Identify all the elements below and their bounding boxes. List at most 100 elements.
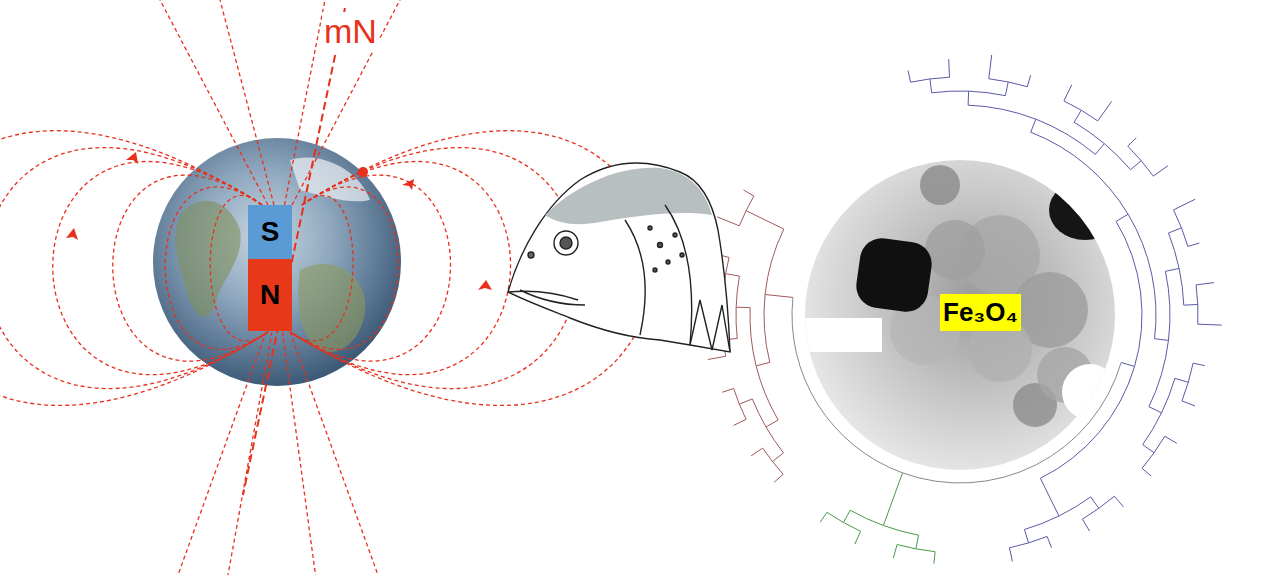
tree-branch xyxy=(1098,101,1112,121)
tree-branch xyxy=(1149,407,1162,413)
tree-branch xyxy=(752,399,783,453)
tree-branch xyxy=(1114,496,1123,507)
tree-branch xyxy=(1121,362,1134,366)
field-line xyxy=(0,148,268,389)
tree-branch xyxy=(1047,536,1051,547)
tree-branch xyxy=(843,510,850,522)
tree-branch xyxy=(1095,144,1104,155)
tree-branch xyxy=(1027,75,1030,87)
magnet-pole: S xyxy=(248,205,292,259)
tree-branch xyxy=(855,531,861,544)
tree-branch xyxy=(1142,468,1151,476)
tree-branch xyxy=(1074,110,1081,122)
tree-branch xyxy=(948,59,950,77)
field-line xyxy=(290,175,451,361)
field-line xyxy=(220,0,274,205)
continent xyxy=(175,201,240,317)
tree-branch xyxy=(1131,161,1142,170)
field-line xyxy=(290,161,511,374)
tree-branch xyxy=(883,473,902,526)
tree-branch xyxy=(1031,119,1036,132)
continent xyxy=(298,264,365,352)
field-line xyxy=(290,332,378,575)
field-line xyxy=(113,175,268,361)
field-line xyxy=(228,332,272,575)
tree-branch xyxy=(746,211,784,229)
tree-branch xyxy=(1165,436,1177,443)
tree-branch xyxy=(717,217,739,226)
tree-branch xyxy=(930,79,932,93)
magnet-pole: N xyxy=(248,259,292,331)
tree-branch xyxy=(1005,82,1008,96)
tree-branch xyxy=(765,295,793,298)
tree-branch xyxy=(893,545,897,559)
field-line xyxy=(292,0,400,205)
pole-letter: S xyxy=(261,216,280,248)
field-line xyxy=(290,195,353,340)
tree-branch xyxy=(1143,378,1175,444)
axis-label: mN xyxy=(322,12,379,51)
tree-branch xyxy=(766,420,778,427)
tree-branch xyxy=(908,70,910,82)
tree-branch xyxy=(934,552,935,564)
tree-branch xyxy=(1174,199,1196,210)
tree-branch xyxy=(726,274,740,276)
tree-branch xyxy=(722,389,733,393)
tree-branch xyxy=(751,448,763,456)
field-line xyxy=(290,187,398,349)
field-line xyxy=(285,0,326,205)
tree-branch xyxy=(1196,283,1214,285)
tree-branch xyxy=(1182,401,1195,406)
tree-branch xyxy=(708,356,726,359)
magnetic-axis xyxy=(243,8,345,495)
tree-branch xyxy=(1128,138,1136,147)
tree-branch xyxy=(1175,378,1188,382)
tree-branch xyxy=(1116,214,1128,221)
tree-branch xyxy=(1025,530,1029,543)
tree-branch xyxy=(989,55,992,79)
tree-branch xyxy=(1009,548,1012,562)
tree-branch xyxy=(763,448,783,474)
fish-head xyxy=(508,163,730,352)
tree-branch xyxy=(1188,243,1199,246)
micrograph xyxy=(800,155,1121,475)
field-line xyxy=(160,0,268,205)
tree-branch xyxy=(968,105,1095,154)
mineral-tag: Fe₃O₄ xyxy=(940,294,1021,331)
tree-branch xyxy=(1143,445,1154,453)
tree-branch xyxy=(772,453,783,462)
tree-branch xyxy=(1091,497,1099,508)
tree-branch xyxy=(743,190,753,196)
field-line xyxy=(178,332,266,575)
pole-letter: N xyxy=(260,279,280,311)
tree-branch xyxy=(739,399,752,404)
tree-branch xyxy=(1184,304,1198,306)
tree-branch xyxy=(1155,339,1169,341)
tree-branch xyxy=(1082,519,1089,531)
tree-branch xyxy=(1198,324,1222,326)
field-line xyxy=(53,161,268,374)
tree-branch xyxy=(1064,85,1072,101)
formula-label: Fe₃O₄ xyxy=(943,297,1018,328)
tree-branch xyxy=(756,362,770,365)
tree-branch xyxy=(774,474,783,482)
tree-branch xyxy=(1165,268,1179,271)
cloud xyxy=(290,157,370,201)
tree-branch xyxy=(1149,271,1170,406)
tree-branch xyxy=(1040,478,1059,516)
field-line xyxy=(0,131,268,406)
circular-tree xyxy=(698,55,1222,564)
tree-branch xyxy=(736,307,750,308)
tree-branch xyxy=(916,535,919,549)
tree-branch xyxy=(1128,146,1153,176)
tree-branch xyxy=(1168,228,1181,233)
tree-branch xyxy=(1153,166,1168,176)
tree-branch xyxy=(1193,363,1205,365)
tree-branch xyxy=(968,91,970,105)
tree-branch xyxy=(820,512,827,522)
field-line xyxy=(283,332,316,575)
tree-branch xyxy=(734,419,747,425)
